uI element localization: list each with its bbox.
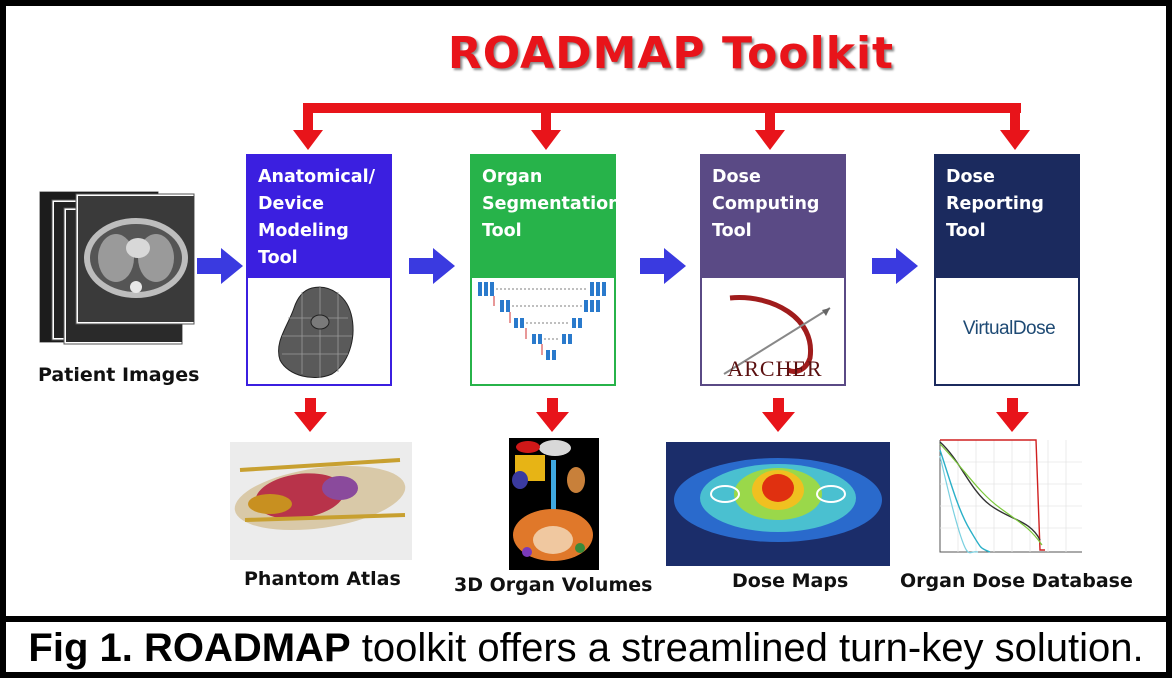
dvh-chart-image [935, 438, 1085, 558]
patient-images-stack [39, 191, 195, 345]
output-label-phantom-atlas: Phantom Atlas [244, 568, 401, 590]
virtualdose-logo: VirtualDose [936, 278, 1078, 388]
caption-separator [0, 616, 1172, 622]
organ-volumes-image [509, 438, 599, 570]
tool-box-dose-computing: Dose Computing Tool ARCHER [700, 154, 846, 386]
output-label-dose-maps: Dose Maps [732, 570, 849, 592]
tool-box-anatomical-modeling: Anatomical/ Device Modeling Tool [246, 154, 392, 386]
tool-box-organ-segmentation: Organ Segmentation Tool [470, 154, 621, 388]
caption-bold: Fig 1. ROADMAP [28, 626, 351, 670]
tool-title: Organ Segmentation Tool [472, 156, 621, 278]
tool-box-dose-reporting: Dose Reporting Tool VirtualDose [934, 154, 1080, 386]
archer-wordmark: ARCHER [727, 356, 823, 381]
flow-arrows [197, 248, 918, 284]
lung-mesh-image [248, 278, 390, 388]
output-label-organ-dose-database: Organ Dose Database [900, 570, 1133, 592]
output-arrows [294, 398, 1029, 432]
caption-rest: toolkit offers a streamlined turn-key so… [350, 626, 1144, 670]
figure-caption: Fig 1. ROADMAP toolkit offers a streamli… [0, 624, 1172, 672]
distribution-arrows [293, 103, 1030, 150]
output-label-organ-volumes: 3D Organ Volumes [454, 574, 653, 596]
phantom-atlas-image [230, 442, 412, 560]
virtualdose-wordmark: VirtualDose [962, 318, 1056, 339]
tool-title: Anatomical/ Device Modeling Tool [248, 156, 390, 278]
tool-title: Dose Computing Tool [702, 156, 844, 278]
archer-logo: ARCHER [702, 278, 844, 388]
patient-images-label: Patient Images [38, 364, 200, 386]
tool-title: Dose Reporting Tool [936, 156, 1078, 278]
unet-architecture-image [472, 278, 614, 388]
dose-map-image [666, 442, 890, 566]
diagram-title: ROADMAP Toolkit [447, 28, 895, 79]
